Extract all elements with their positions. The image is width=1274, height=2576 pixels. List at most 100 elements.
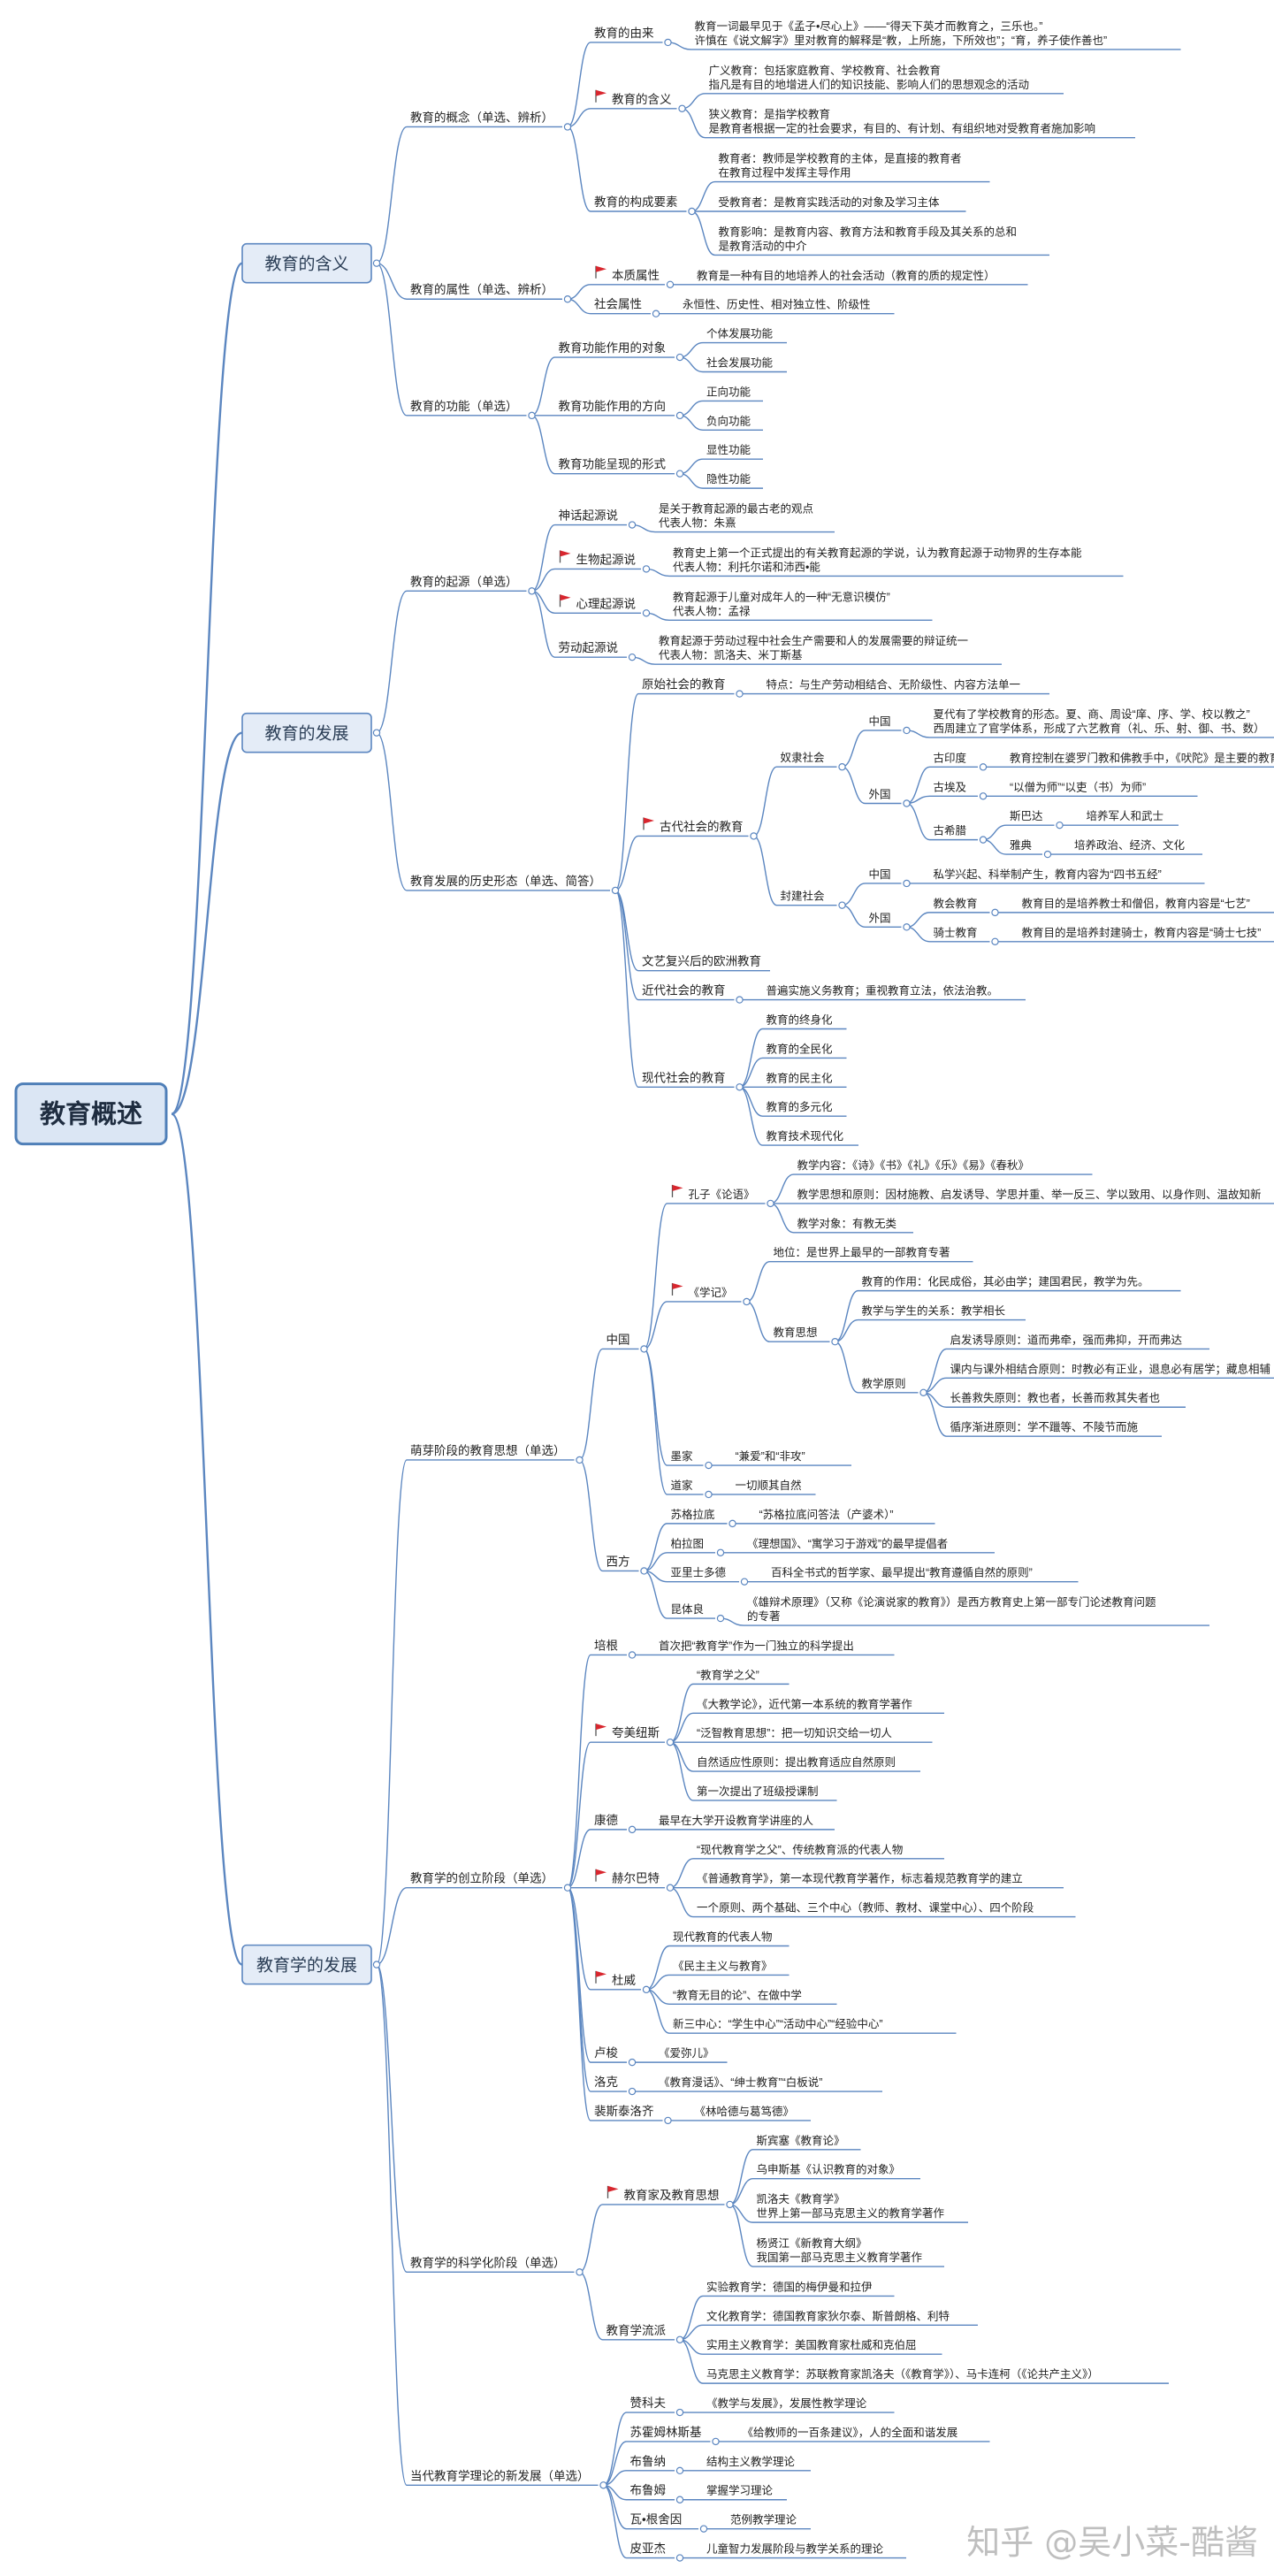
node-label-卢梭: 卢梭 — [594, 2046, 619, 2060]
collapse-toggle[interactable] — [652, 310, 660, 317]
leaf-node: 课内与课外相结合原则：时教必有正业，退息必有居学；藏息相辅 — [946, 1362, 1274, 1380]
branch-node: 教育发展的历史形态（单选、简答） — [407, 874, 610, 891]
collapse-toggle[interactable] — [726, 2200, 734, 2209]
collapse-toggle[interactable] — [666, 1884, 675, 1892]
collapse-toggle[interactable] — [675, 2466, 684, 2475]
collapse-toggle[interactable] — [736, 996, 744, 1004]
connector-line — [567, 298, 591, 315]
collapse-toggle[interactable] — [991, 937, 999, 945]
collapse-toggle[interactable] — [838, 763, 846, 771]
collapse-toggle[interactable] — [611, 886, 620, 895]
collapse-toggle[interactable] — [838, 901, 846, 909]
collapse-toggle[interactable] — [767, 1199, 774, 1208]
connector-line — [835, 1341, 858, 1394]
collapse-toggle[interactable] — [576, 1456, 584, 1464]
leaf-node: 教育控制在婆罗门教和佛教手中，《吠陀》是主要的教育内容 — [1006, 751, 1274, 768]
node-label-教育起源于儿童对成年人的一种无意: 教育起源于儿童对成年人的一种“无意识模仿”代表人物：孟禄 — [673, 590, 890, 617]
collapse-toggle[interactable] — [705, 1490, 713, 1499]
branch-node: 当代教育学理论的新发展（单选） — [407, 2469, 599, 2486]
collapse-toggle[interactable] — [372, 259, 381, 267]
connector-line — [376, 262, 408, 417]
collapse-toggle[interactable] — [563, 295, 572, 303]
connector-line — [739, 1057, 763, 1088]
connector-line — [746, 1301, 770, 1342]
collapse-toggle[interactable] — [991, 908, 999, 917]
collapse-toggle[interactable] — [699, 2525, 708, 2533]
leaf-node: 范例教学理论 — [727, 2513, 811, 2530]
collapse-toggle[interactable] — [599, 2481, 607, 2489]
collapse-toggle[interactable] — [664, 38, 672, 47]
collapse-toggle[interactable] — [903, 923, 911, 931]
collapse-toggle[interactable] — [1043, 850, 1052, 859]
collapse-toggle[interactable] — [528, 411, 536, 420]
node-label-现代教育的代表人物: 现代教育的代表人物 — [673, 1930, 773, 1944]
node-label-理想国寓学习于游戏的最早提倡者: 《理想国》、“寓学习于游戏”的最早提倡者 — [747, 1537, 948, 1550]
leaf-node: 最早在大学开设教育学讲座的人 — [655, 1814, 835, 1831]
collapse-toggle[interactable] — [675, 353, 684, 362]
collapse-toggle[interactable] — [716, 1614, 725, 1623]
node-label-文艺复兴后的欧洲教育: 文艺复兴后的欧洲教育 — [642, 954, 761, 968]
collapse-toggle[interactable] — [678, 104, 686, 112]
collapse-toggle[interactable] — [628, 1825, 637, 1834]
connector-line — [691, 210, 715, 256]
collapse-toggle[interactable] — [563, 1884, 572, 1892]
collapse-toggle[interactable] — [628, 2087, 637, 2096]
collapse-toggle[interactable] — [628, 653, 637, 661]
node-label-近代社会的教育: 近代社会的教育 — [642, 984, 726, 998]
collapse-toggle[interactable] — [729, 1519, 736, 1528]
collapse-toggle[interactable] — [903, 799, 911, 807]
node-label-萌芽阶段的教育思想单选: 萌芽阶段的教育思想（单选） — [410, 1444, 566, 1457]
collapse-toggle[interactable] — [716, 1548, 725, 1556]
collapse-toggle[interactable] — [740, 1578, 749, 1586]
collapse-toggle[interactable] — [919, 1388, 927, 1396]
collapse-toggle[interactable] — [372, 1961, 381, 1968]
collapse-toggle[interactable] — [372, 729, 381, 737]
connector-line — [906, 926, 930, 943]
collapse-toggle[interactable] — [903, 726, 911, 735]
collapse-toggle[interactable] — [1056, 821, 1064, 829]
collapse-toggle[interactable] — [642, 609, 651, 617]
collapse-toggle[interactable] — [979, 763, 988, 771]
collapse-toggle[interactable] — [666, 280, 675, 288]
collapse-toggle[interactable] — [736, 690, 744, 698]
node-label-道家: 道家 — [671, 1479, 694, 1492]
collapse-toggle[interactable] — [628, 1651, 637, 1659]
collapse-toggle[interactable] — [979, 836, 988, 844]
collapse-toggle[interactable] — [750, 832, 758, 840]
branch-node: 教育的起源（单选） — [407, 575, 527, 592]
collapse-toggle[interactable] — [664, 2116, 672, 2125]
collapse-toggle[interactable] — [642, 565, 651, 573]
collapse-toggle[interactable] — [628, 2058, 637, 2067]
collapse-toggle[interactable] — [528, 587, 536, 595]
collapse-toggle[interactable] — [743, 1297, 751, 1306]
collapse-toggle[interactable] — [675, 411, 684, 420]
node-label-古代社会的教育: 古代社会的教育 — [660, 820, 744, 833]
collapse-toggle[interactable] — [642, 1985, 651, 1994]
collapse-toggle[interactable] — [666, 1738, 675, 1747]
connector-line — [906, 802, 930, 841]
collapse-toggle[interactable] — [675, 2408, 684, 2417]
collapse-toggle[interactable] — [675, 2554, 684, 2562]
collapse-toggle[interactable] — [831, 1338, 839, 1346]
collapse-toggle[interactable] — [705, 1461, 713, 1470]
collapse-toggle[interactable] — [675, 2335, 684, 2343]
collapse-toggle[interactable] — [640, 1345, 648, 1353]
collapse-toggle[interactable] — [640, 1567, 648, 1575]
collapse-toggle[interactable] — [979, 792, 988, 800]
node-label-教育的由来: 教育的由来 — [594, 27, 654, 40]
branch-node: 夸美纽斯 — [591, 1724, 665, 1743]
main-topic-box — [241, 712, 372, 753]
collapse-toggle[interactable] — [688, 207, 696, 216]
collapse-toggle[interactable] — [675, 2496, 684, 2503]
collapse-toggle[interactable] — [563, 123, 572, 131]
collapse-toggle[interactable] — [628, 521, 637, 529]
collapse-toggle[interactable] — [712, 2437, 720, 2446]
collapse-toggle[interactable] — [675, 470, 684, 478]
node-label-以僧为师以吏书为师: “以僧为师”“以吏（书）为师” — [1010, 780, 1146, 793]
leaf-node: 第一次提出了班级授课制 — [693, 1785, 837, 1801]
node-label-夏代有了学校教育的形态夏商周设庠: 夏代有了学校教育的形态。夏、商、周设“庠、序、学、校以教之”西周建立了官学体系，… — [934, 707, 1265, 735]
connector-line — [567, 1654, 591, 1889]
collapse-toggle[interactable] — [903, 879, 911, 888]
collapse-toggle[interactable] — [736, 1083, 744, 1091]
collapse-toggle[interactable] — [576, 2268, 584, 2276]
